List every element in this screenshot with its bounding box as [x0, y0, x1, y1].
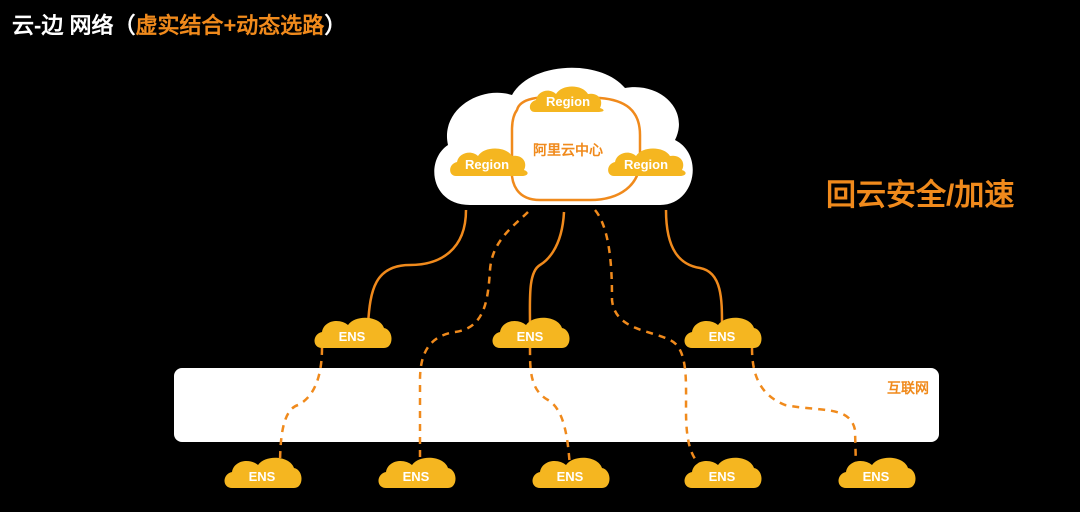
- ens-node-top-3: ENS: [684, 317, 762, 348]
- page-title: 云-边 网络（虚实结合+动态选路）: [12, 8, 346, 40]
- dashed-links: [278, 209, 858, 470]
- solid-links: [366, 209, 724, 326]
- title-prefix: 云-边 网络（: [12, 13, 136, 38]
- region-label-top: Region: [546, 94, 590, 109]
- side-label: 回云安全/加速: [826, 179, 1015, 212]
- region-left: Region: [450, 148, 528, 176]
- ens-label: ENS: [557, 469, 584, 484]
- ens-label: ENS: [517, 329, 544, 344]
- ens-node-bottom-2: ENS: [378, 457, 456, 488]
- ens-node-top-1: ENS: [314, 317, 392, 348]
- internet-label: 互联网: [887, 380, 929, 396]
- ens-node-top-2: ENS: [492, 317, 570, 348]
- ens-node-bottom-3: ENS: [532, 457, 610, 488]
- ens-node-bottom-1: ENS: [224, 457, 302, 488]
- ens-label: ENS: [709, 329, 736, 344]
- region-label-right: Region: [624, 157, 668, 172]
- region-label-left: Region: [465, 157, 509, 172]
- ens-node-bottom-5: ENS: [838, 457, 916, 488]
- ens-node-bottom-4: ENS: [684, 457, 762, 488]
- ens-label: ENS: [403, 469, 430, 484]
- center-cloud-label: 阿里云中心: [533, 142, 603, 158]
- ens-label: ENS: [863, 469, 890, 484]
- internet-bar: 互联网: [174, 368, 939, 442]
- title-suffix: ）: [324, 13, 347, 38]
- region-top: Region: [529, 86, 604, 112]
- ens-label: ENS: [339, 329, 366, 344]
- region-right: Region: [608, 148, 686, 176]
- ens-label: ENS: [709, 469, 736, 484]
- ens-label: ENS: [249, 469, 276, 484]
- title-accent: 虚实结合+动态选路: [135, 13, 325, 38]
